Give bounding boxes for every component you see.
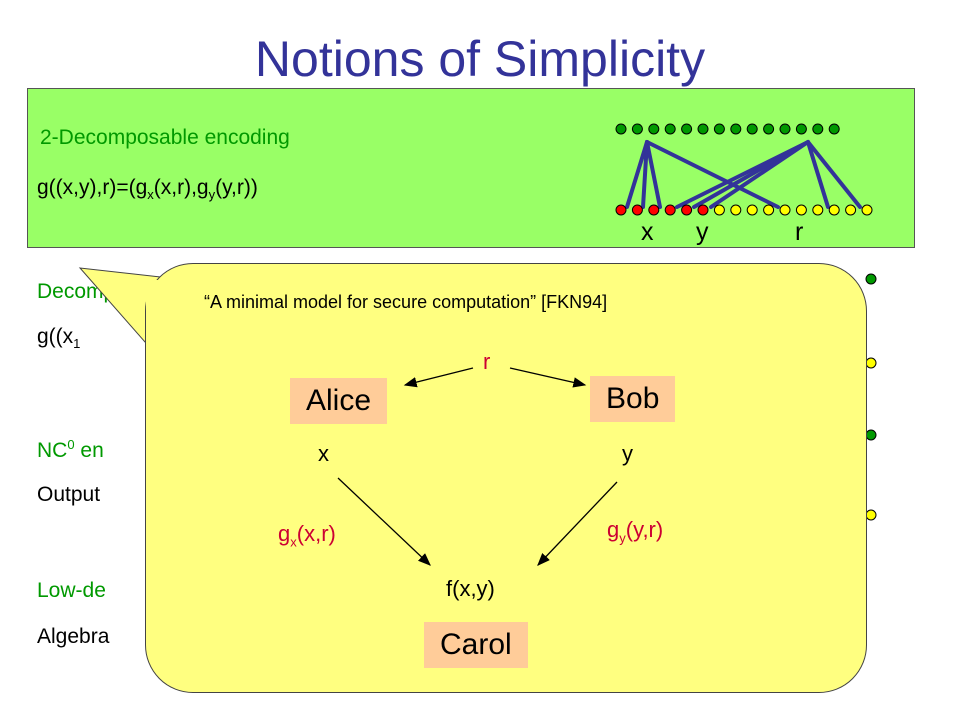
box-formula: g((x,y),r)=(gx(x,r),gy(y,r)): [37, 176, 258, 203]
bob-box: Bob: [590, 376, 676, 422]
random-dot: [779, 204, 791, 216]
output-fxy: f(x,y): [446, 576, 495, 601]
quote-text: “A minimal model for secure computation”…: [204, 292, 608, 312]
section-decomposable-body: g((x1: [37, 325, 81, 352]
alice-box: Alice: [290, 378, 388, 424]
bubble-tail-cover: [146, 280, 186, 450]
top-dot-row: [615, 123, 840, 135]
section-nc0-body: Output: [37, 483, 101, 506]
top-dot: [615, 123, 627, 135]
input-dot: [681, 204, 693, 216]
message-gx: gx(x,r): [278, 521, 336, 550]
top-dot: [828, 123, 840, 135]
top-dot: [681, 123, 693, 135]
speech-bubble: [145, 263, 867, 693]
section-lowdeg-heading: Low-de: [37, 579, 106, 602]
random-dot: [861, 204, 873, 216]
input-dot: [631, 204, 643, 216]
random-dot: [730, 204, 742, 216]
random-dot: [713, 204, 725, 216]
bipartite-diagram: [615, 123, 873, 216]
top-dot: [730, 123, 742, 135]
bottom-dot-row: [615, 204, 873, 216]
label-r: r: [795, 218, 804, 246]
r-arrows: [403, 367, 587, 388]
input-dot: [615, 204, 627, 216]
random-dot: [812, 204, 824, 216]
input-dot: [664, 204, 676, 216]
random-dot: [828, 204, 840, 216]
bob-input-y: y: [622, 441, 633, 466]
box-heading: 2-Decomposable encoding: [40, 126, 290, 149]
message-arrows: [337, 477, 618, 566]
section-lowdeg-body: Algebra: [37, 625, 110, 648]
top-dot: [763, 123, 775, 135]
label-y: y: [696, 218, 709, 246]
top-dot: [779, 123, 791, 135]
top-dot: [664, 123, 676, 135]
label-x: x: [641, 218, 654, 246]
alice-input-x: x: [318, 441, 329, 466]
background-dot-fragments: [865, 273, 877, 521]
top-dot: [697, 123, 709, 135]
top-dot: [631, 123, 643, 135]
top-dot: [746, 123, 758, 135]
slide-title: Notions of Simplicity: [254, 31, 706, 87]
random-dot: [795, 204, 807, 216]
top-dot: [648, 123, 660, 135]
message-gy: gy(y,r): [607, 517, 664, 546]
section-nc0-heading: NC0 en: [37, 437, 104, 462]
randomness-r: r: [483, 349, 491, 374]
random-dot: [746, 204, 758, 216]
top-dot: [713, 123, 725, 135]
top-dot: [795, 123, 807, 135]
carol-box: Carol: [424, 622, 528, 668]
random-dot: [763, 204, 775, 216]
input-dot: [648, 204, 660, 216]
input-dot: [697, 204, 709, 216]
random-dot: [845, 204, 857, 216]
top-dot: [812, 123, 824, 135]
